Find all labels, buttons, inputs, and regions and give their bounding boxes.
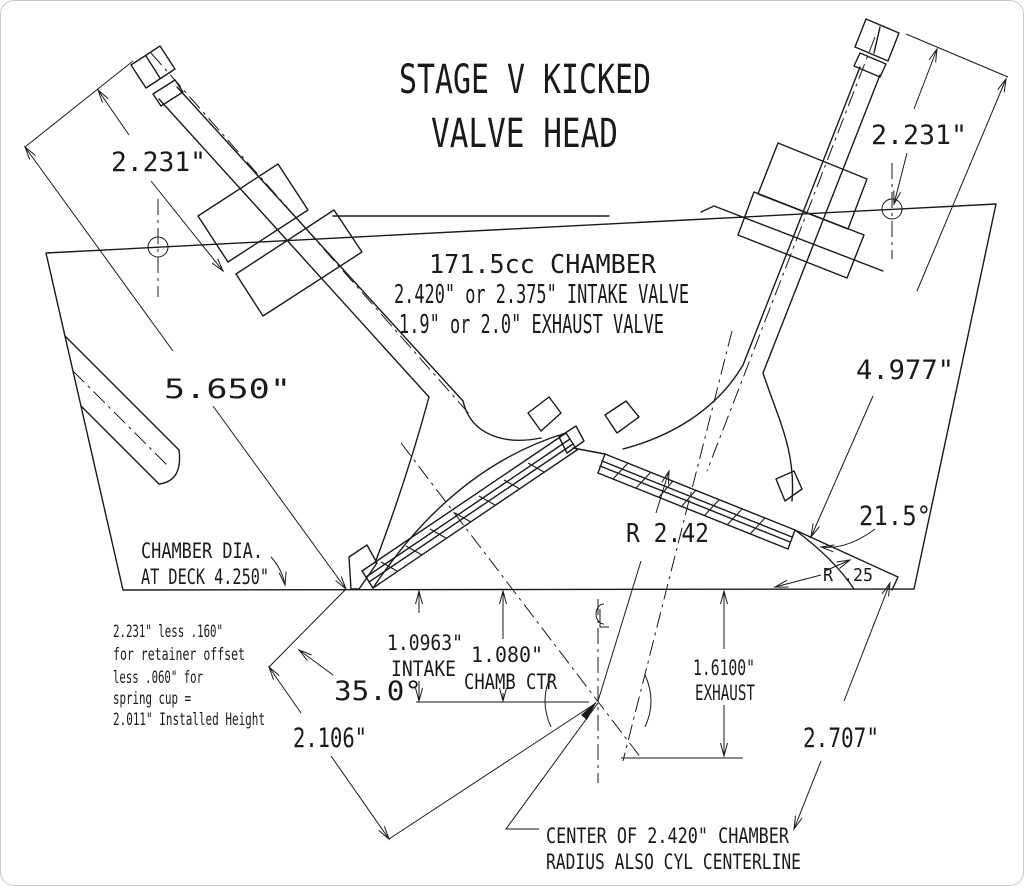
note-installed-height-line-2: for retainer offset xyxy=(113,645,245,665)
chamber-right-wall xyxy=(794,529,855,590)
note-installed-height-line-3: less .060" for xyxy=(113,668,203,688)
exhaust-keeper-collar xyxy=(853,52,887,78)
exhaust-spring-pocket-edge xyxy=(700,205,884,272)
left-reference-point xyxy=(147,236,169,258)
quench-flat xyxy=(572,447,606,455)
intake-valve xyxy=(130,45,585,589)
intake-kick-reference-centerline xyxy=(400,442,642,759)
exhaust-spring-cup xyxy=(737,191,865,279)
exhaust-fillet-left xyxy=(622,364,744,450)
dim-chamber-radius: R 2.42 xyxy=(626,519,709,549)
exhaust-seat-band xyxy=(597,453,796,550)
dim-intake-valve-length: 5.650" xyxy=(164,374,291,405)
intake-seat-hatching xyxy=(380,462,545,572)
centerlines xyxy=(72,36,903,783)
chamber-radius-line xyxy=(597,560,642,702)
exhaust-seat-hatching xyxy=(612,462,766,535)
centerline-symbol xyxy=(595,603,609,628)
title-line-2: VALVE HEAD xyxy=(431,111,618,157)
dim-intake-seat-angle: 35.0° xyxy=(334,676,422,707)
exhaust-stem xyxy=(742,66,881,374)
chamber-note-line-1: 171.5cc CHAMBER xyxy=(429,250,656,280)
center-point-arcs xyxy=(544,674,652,728)
intake-seat-plane-extension xyxy=(268,588,347,668)
head-outline xyxy=(45,203,997,591)
exhaust-seat-insert-wedge xyxy=(604,400,640,434)
dim-exhaust-corner-distance: 2.707" xyxy=(803,723,879,754)
exhaust-tip-plane-extension xyxy=(905,33,1009,78)
intake-seat-band xyxy=(361,432,578,589)
chamber-left-seat-wedge xyxy=(348,544,378,590)
intake-spring-retainer xyxy=(197,163,309,263)
dim-chamber-center-label: CHAMB CTR xyxy=(464,670,557,694)
exhaust-valve-tip xyxy=(854,18,900,62)
center-note-leader xyxy=(505,702,599,830)
title-line-1: STAGE V KICKED xyxy=(399,57,651,103)
pushrod-bore xyxy=(80,405,160,485)
dim-exhaust-offset-value: 1.6100" xyxy=(693,656,755,680)
note-center-line-2: RADIUS ALSO CYL CENTERLINE xyxy=(546,850,801,874)
note-chamber-dia-line-2: AT DECK 4.250" xyxy=(141,565,269,589)
dim-exhaust-offset-label: EXHAUST xyxy=(695,681,755,705)
exhaust-valve-centerline xyxy=(706,36,876,472)
exhaust-fillet-right xyxy=(762,372,794,502)
dim-exhaust-valve-length: 4.977" xyxy=(856,355,954,386)
note-installed-height-line-5: 2.011" Installed Height xyxy=(113,710,265,730)
pushrod-bore-centerline xyxy=(72,370,170,468)
dim-intake-offset-label: INTAKE xyxy=(391,657,456,681)
intake-fillet-right xyxy=(462,400,542,441)
intake-chamber-roof xyxy=(372,432,567,589)
intake-valve-tip xyxy=(130,45,176,89)
dim-exhaust-tip-to-rail: 2.231" xyxy=(871,120,967,151)
center-extension-line xyxy=(388,702,597,840)
intake-spring-cup xyxy=(235,209,363,317)
center-point-arrow xyxy=(581,701,597,720)
dimension-lines xyxy=(23,33,1009,841)
note-center-line-1: CENTER OF 2.420" CHAMBER xyxy=(546,824,789,848)
dim-deck-fillet-radius: R .25 xyxy=(823,565,873,586)
note-chamber-dia-line-1: CHAMBER DIA. xyxy=(141,539,263,563)
chamber-note-line-2: 2.420" or 2.375" INTAKE VALVE xyxy=(394,280,689,310)
dim-intake-center-distance: 2.106" xyxy=(293,723,367,754)
dim-chamber-center-value: 1.080" xyxy=(471,643,543,667)
exhaust-kick-reference-centerline xyxy=(622,330,733,762)
right-reference-point xyxy=(881,198,903,220)
intake-tip-plane-extension xyxy=(24,60,134,148)
dim-intake-tip-to-retainer: 2.231" xyxy=(111,147,206,178)
intake-stem xyxy=(158,86,464,402)
dim-exhaust-seat-angle: 21.5° xyxy=(859,501,931,532)
intake-valve-centerline xyxy=(150,52,472,417)
labels: STAGE V KICKED VALVE HEAD 171.5cc CHAMBE… xyxy=(111,57,967,874)
chamber-note-line-3: 1.9" or 2.0" EXHAUST VALVE xyxy=(399,310,664,340)
intake-seat-insert-wedge xyxy=(527,396,562,432)
note-installed-height-line-4: spring cup = xyxy=(113,689,191,709)
dim-intake-offset-value: 1.0963" xyxy=(387,631,463,655)
exhaust-valve xyxy=(597,18,900,550)
note-installed-height-line-1: 2.231" less .160" xyxy=(113,622,223,642)
intake-fillet-left xyxy=(374,396,430,564)
